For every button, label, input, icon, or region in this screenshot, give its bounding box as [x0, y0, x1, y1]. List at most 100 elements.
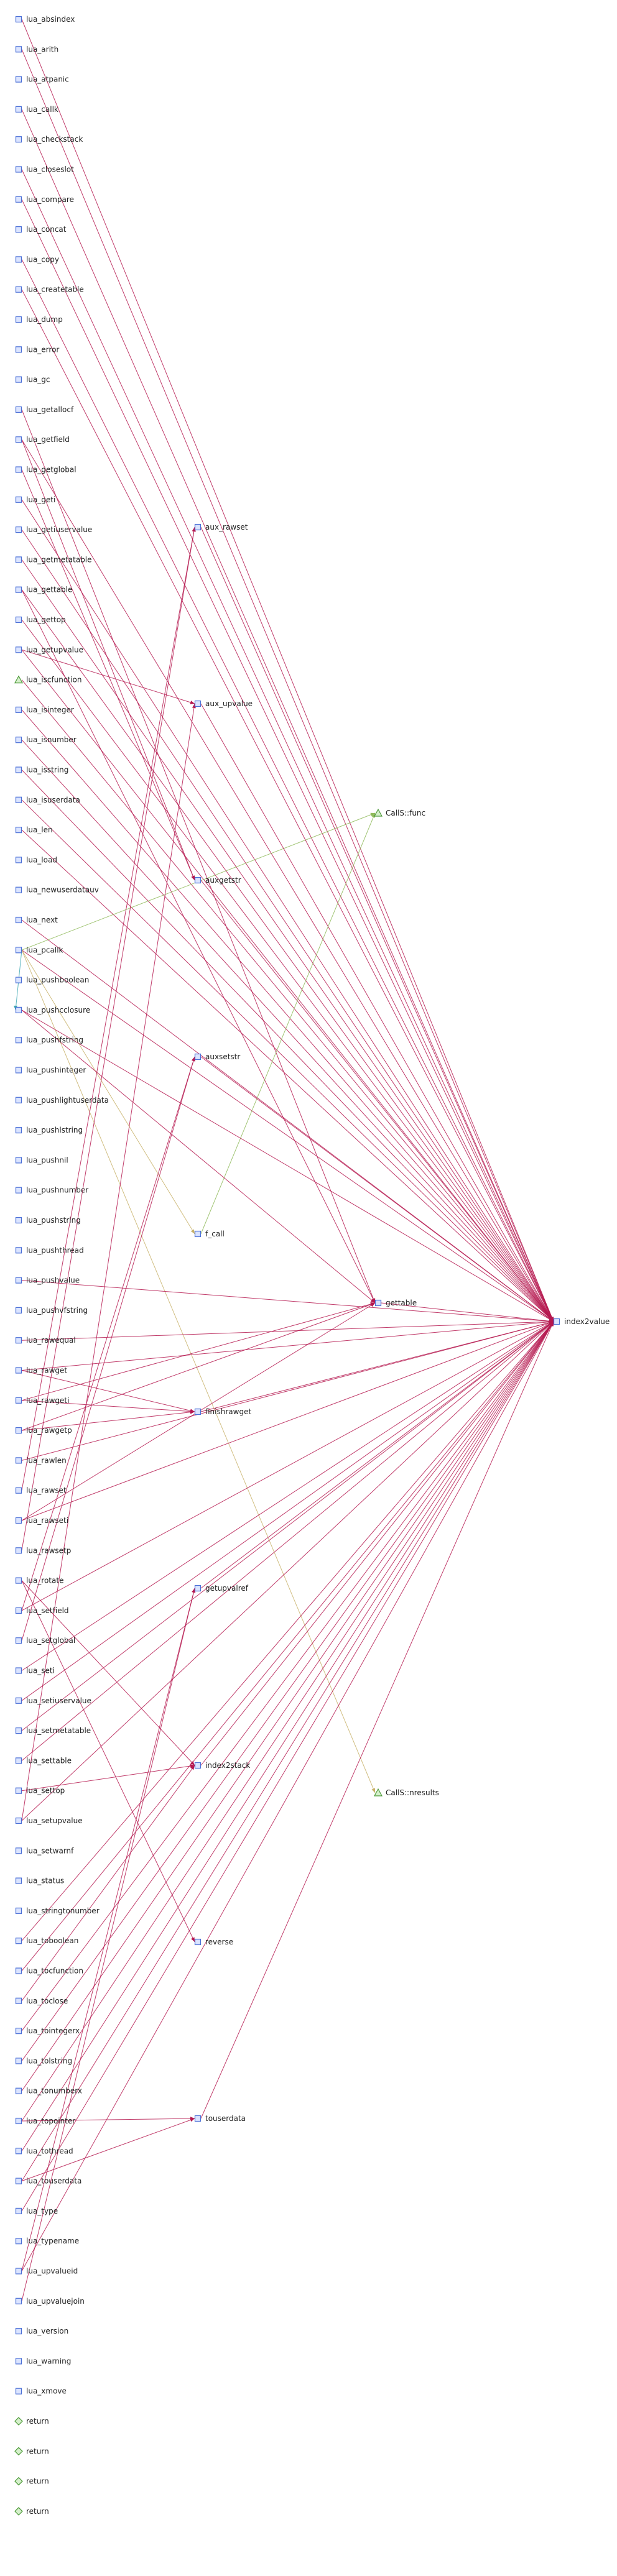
- node-lua_len-icon[interactable]: [15, 826, 22, 834]
- node-lua_checkstack-icon[interactable]: [15, 136, 22, 143]
- node-lua_rawgetp-icon[interactable]: [15, 1427, 22, 1434]
- node-auxsetstr-icon[interactable]: [194, 1053, 202, 1060]
- node-lua_isinteger-icon[interactable]: [15, 706, 22, 714]
- node-index2stack-icon[interactable]: [194, 1762, 202, 1769]
- node-lua_error-icon[interactable]: [15, 346, 22, 353]
- node-finishrawget-icon[interactable]: [194, 1408, 202, 1415]
- node-lua_tolstring-icon[interactable]: [15, 2058, 22, 2064]
- node-lua_load-icon[interactable]: [15, 857, 22, 863]
- node-getupvalref-icon[interactable]: [194, 1585, 202, 1592]
- node-lua_setfield-icon[interactable]: [15, 1607, 22, 1614]
- node-lua_typename-icon[interactable]: [15, 2238, 22, 2245]
- node-lua_setglobal-icon[interactable]: [15, 1637, 22, 1644]
- node-lua_type-icon[interactable]: [15, 2207, 22, 2214]
- node-lua_tocfunction-icon[interactable]: [15, 1967, 22, 1974]
- node-lua_callk-icon[interactable]: [15, 106, 22, 113]
- node-lua_pushvalue-icon[interactable]: [15, 1277, 22, 1284]
- node-lua_pushfstring-icon[interactable]: [15, 1037, 22, 1044]
- node-lua_pushnumber-icon[interactable]: [15, 1187, 22, 1194]
- node-lua_geti-icon[interactable]: [15, 496, 22, 503]
- node-lua_iscfunction-icon[interactable]: [14, 675, 24, 684]
- node-lua_dump-icon[interactable]: [15, 316, 22, 323]
- node-lua_upvalueid-icon[interactable]: [15, 2268, 22, 2275]
- node-lua_toclose-icon[interactable]: [15, 1997, 22, 2004]
- node-lua_gc-icon[interactable]: [15, 376, 22, 383]
- node-lua_setupvalue-icon[interactable]: [15, 1817, 22, 1824]
- node-f_call-icon[interactable]: [194, 1230, 202, 1238]
- node-lua_getglobal-icon[interactable]: [15, 466, 22, 473]
- node-lua_setiuservalue-icon[interactable]: [15, 1697, 22, 1704]
- node-lua_pushlightuserdata-icon[interactable]: [15, 1097, 22, 1103]
- node-lua_pushboolean-icon[interactable]: [15, 977, 22, 983]
- node-lua_seti-icon[interactable]: [15, 1667, 22, 1674]
- node-lua_isuserdata-icon[interactable]: [15, 796, 22, 803]
- node-CallS-func-icon[interactable]: [373, 808, 383, 817]
- node-lua_rawlen-icon[interactable]: [15, 1457, 22, 1464]
- node-lua_rawget-icon[interactable]: [15, 1367, 22, 1374]
- node-lua_tointegerx-icon[interactable]: [15, 2028, 22, 2035]
- node-lua_concat-icon[interactable]: [15, 226, 22, 233]
- node-lua_arith-icon[interactable]: [15, 46, 22, 53]
- node-lua_setwarnf-icon[interactable]: [15, 1847, 22, 1854]
- node-lua_tonumberx-icon[interactable]: [15, 2087, 22, 2094]
- node-lua_getfield-icon[interactable]: [15, 436, 22, 443]
- node-lua_xmove-icon[interactable]: [15, 2388, 22, 2394]
- node-lua_pushlstring-icon[interactable]: [15, 1126, 22, 1134]
- node-lua_pushinteger-icon[interactable]: [15, 1067, 22, 1074]
- node-lua_setmetatable-icon[interactable]: [15, 1727, 22, 1734]
- node-lua_settop-icon[interactable]: [15, 1787, 22, 1794]
- node-lua_newuserdatauv-icon[interactable]: [15, 886, 22, 893]
- node-lua_getiuservalue-icon[interactable]: [15, 526, 22, 533]
- node-lua_absindex-icon[interactable]: [15, 16, 22, 23]
- node-aux_rawset-icon[interactable]: [194, 523, 202, 531]
- node-lua_rawsetp-icon[interactable]: [15, 1547, 22, 1554]
- return-node-1-icon[interactable]: [14, 2447, 23, 2456]
- node-aux_upvalue-icon[interactable]: [194, 700, 202, 707]
- node-lua_tothread-icon[interactable]: [15, 2148, 22, 2155]
- node-lua_pushthread-icon[interactable]: [15, 1247, 22, 1254]
- node-lua_version-icon[interactable]: [15, 2328, 22, 2335]
- node-reverse-icon[interactable]: [194, 1938, 202, 1946]
- node-lua_next-icon[interactable]: [15, 916, 22, 924]
- node-lua_copy-icon[interactable]: [15, 256, 22, 263]
- node-index2value-icon[interactable]: [553, 1318, 560, 1325]
- node-lua_gettop-icon[interactable]: [15, 616, 22, 623]
- node-lua_isnumber-icon[interactable]: [15, 737, 22, 743]
- node-lua_topointer-icon[interactable]: [15, 2117, 22, 2125]
- node-lua_closeslot-icon[interactable]: [15, 166, 22, 173]
- node-CallS-nresults-icon[interactable]: [373, 1788, 383, 1796]
- node-lua_settable-icon[interactable]: [15, 1757, 22, 1764]
- node-lua_pushstring-icon[interactable]: [15, 1217, 22, 1224]
- node-lua_upvaluejoin-icon[interactable]: [15, 2298, 22, 2304]
- node-lua_pushcclosure-icon[interactable]: [15, 1006, 22, 1014]
- node-gettable-icon[interactable]: [374, 1299, 382, 1307]
- node-lua_getallocf-icon[interactable]: [15, 406, 22, 413]
- edge-60: [21, 1321, 554, 2151]
- node-lua_pcallk-icon[interactable]: [15, 947, 22, 954]
- node-lua_touserdata-icon[interactable]: [15, 2178, 22, 2184]
- node-lua_status-icon[interactable]: [15, 1877, 22, 1884]
- return-node-0-icon[interactable]: [14, 2417, 23, 2426]
- node-lua_toboolean-icon[interactable]: [15, 1938, 22, 1944]
- node-lua_rotate-icon[interactable]: [15, 1577, 22, 1584]
- edge-71: [200, 703, 554, 1322]
- node-lua_isstring-icon[interactable]: [15, 766, 22, 773]
- node-lua_compare-icon[interactable]: [15, 196, 22, 203]
- node-lua_gettable-icon[interactable]: [15, 586, 22, 593]
- node-lua_rawseti-icon[interactable]: [15, 1517, 22, 1524]
- node-lua_warning-icon[interactable]: [15, 2358, 22, 2365]
- node-lua_pushvfstring-icon[interactable]: [15, 1307, 22, 1313]
- node-lua_stringtonumber-icon[interactable]: [15, 1907, 22, 1914]
- node-lua_pushnil-icon[interactable]: [15, 1157, 22, 1164]
- node-lua_getupvalue-icon[interactable]: [15, 646, 22, 653]
- return-node-2-icon[interactable]: [14, 2477, 23, 2486]
- node-auxgetstr-icon[interactable]: [194, 876, 202, 884]
- node-lua_atpanic-icon[interactable]: [15, 76, 22, 83]
- node-lua_rawequal-icon[interactable]: [15, 1337, 22, 1344]
- node-lua_rawgeti-icon[interactable]: [15, 1397, 22, 1404]
- node-lua_createtable-icon[interactable]: [15, 286, 22, 293]
- node-lua_rawset-icon[interactable]: [15, 1487, 22, 1494]
- node-lua_getmetatable-icon[interactable]: [15, 556, 22, 563]
- node-touserdata-icon[interactable]: [194, 2115, 202, 2122]
- return-node-3-icon[interactable]: [14, 2507, 23, 2516]
